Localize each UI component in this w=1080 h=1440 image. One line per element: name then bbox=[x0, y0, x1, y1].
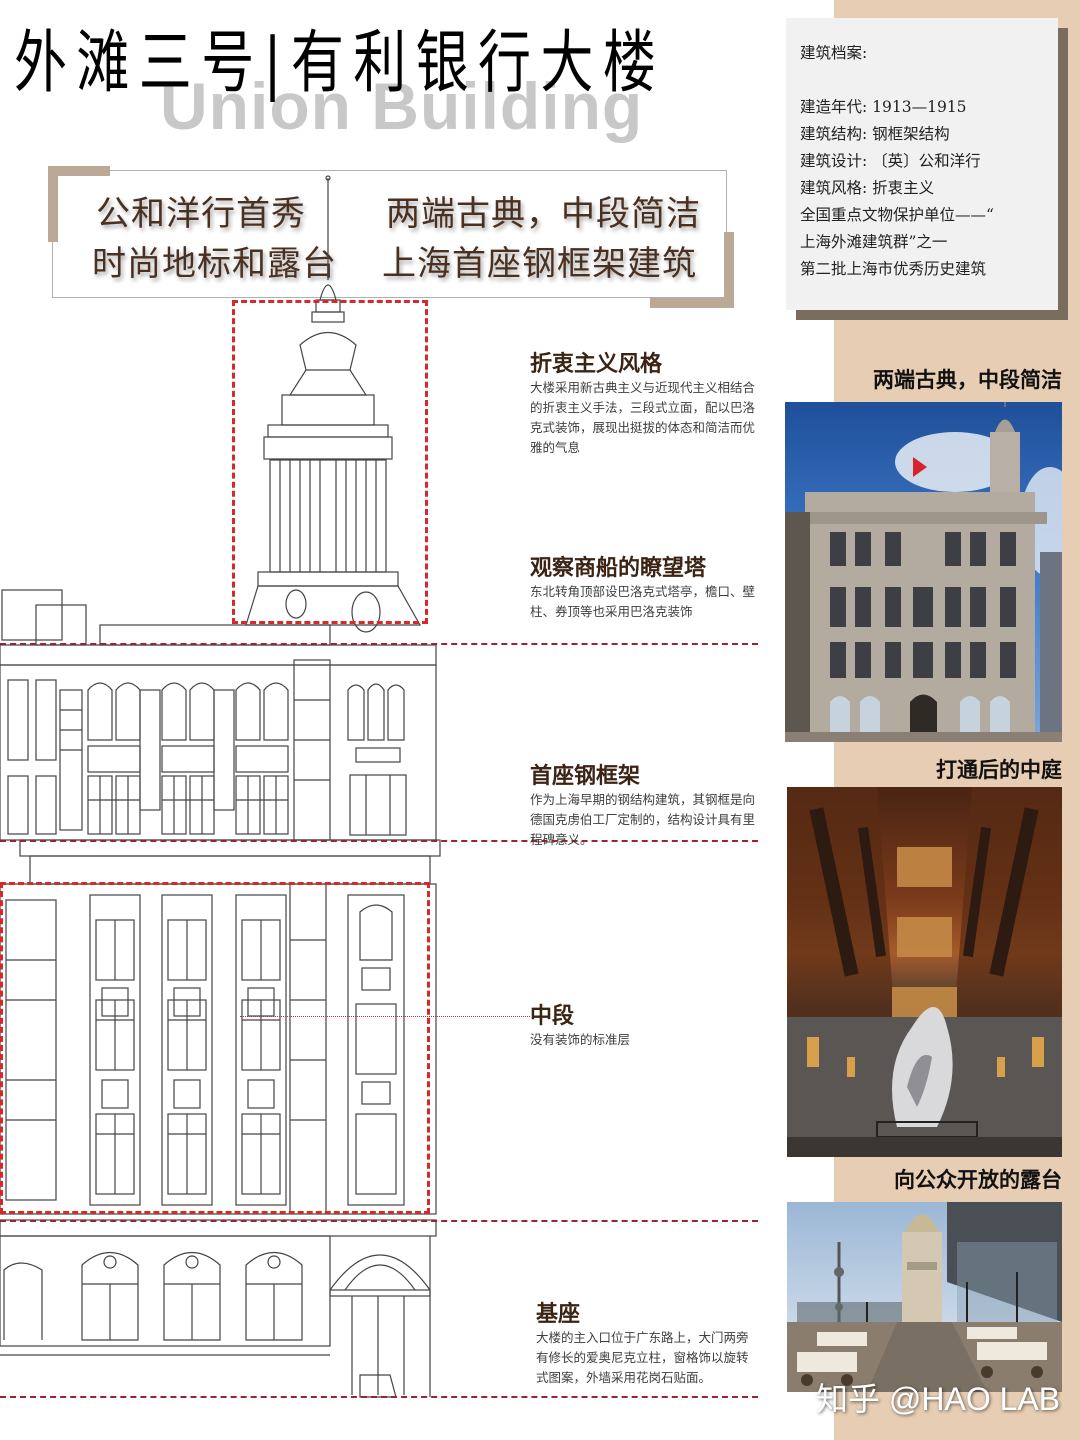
annotation-body: 没有装饰的标准层 bbox=[530, 1032, 631, 1047]
annotation-middle-section: 中段 没有装饰的标准层 bbox=[530, 998, 760, 1050]
building-facade-photo bbox=[785, 402, 1062, 742]
english-subtitle: Union Building bbox=[160, 69, 644, 143]
building-elevation-drawing bbox=[0, 175, 441, 1398]
profile-line: 建筑风格: 折衷主义 bbox=[800, 179, 935, 197]
annotation-title: 首座钢框架 bbox=[530, 763, 641, 789]
slogan-right-2: 上海首座钢框架建筑 bbox=[382, 244, 697, 284]
guide-line-lower bbox=[0, 1220, 758, 1222]
guide-line-upper bbox=[0, 840, 758, 842]
atrium-photo bbox=[787, 787, 1062, 1157]
profile-line: 全国重点文物保护单位——“ bbox=[800, 206, 994, 224]
annotation-watchtower: 观察商船的瞭望塔 东北转角顶部设巴洛克式塔亭，檐口、壁柱、券顶等也采用巴洛克装饰 bbox=[530, 550, 760, 622]
annotation-body: 东北转角顶部设巴洛克式塔亭，檐口、壁柱、券顶等也采用巴洛克装饰 bbox=[530, 584, 756, 619]
frame-corner-decoration bbox=[724, 232, 734, 308]
building-profile-card: 建筑档案: 建造年代: 1913—1915 建筑结构: 钢框架结构 建筑设计: … bbox=[786, 18, 1058, 310]
watermark: 知乎 @HAO LAB bbox=[816, 1381, 1061, 1417]
guide-line-middle bbox=[240, 1016, 530, 1017]
rooftop-terrace-photo bbox=[787, 1202, 1062, 1392]
page-title: 外滩三号|有利银行大楼 bbox=[14, 24, 666, 103]
annotation-title: 折衷主义风格 bbox=[530, 351, 663, 377]
guide-line-ground bbox=[0, 1396, 758, 1398]
profile-title: 建筑档案: bbox=[800, 44, 868, 62]
photo-caption-atrium: 打通后的中庭 bbox=[936, 757, 1062, 782]
frame-corner-decoration bbox=[52, 166, 110, 176]
middle-section-highlight-box bbox=[0, 882, 430, 1214]
annotation-body: 大楼采用新古典主义与近现代主义相结合的折衷主义手法，三段式立面，配以巴洛克式装饰… bbox=[530, 380, 756, 455]
spire-highlight-box bbox=[232, 300, 428, 624]
annotation-base: 基座 大楼的主入口位于广东路上，大门两旁有修长的爱奥尼克立柱，窗格饰以旋转式图案… bbox=[536, 1296, 751, 1388]
slogan-left-2: 时尚地标和露台 bbox=[92, 244, 337, 284]
photo-caption-terrace: 向公众开放的露台 bbox=[894, 1167, 1062, 1192]
annotation-title: 观察商船的瞭望塔 bbox=[530, 555, 707, 581]
profile-line: 建筑设计: 〔英〕公和洋行 bbox=[800, 152, 981, 170]
annotation-title: 基座 bbox=[536, 1301, 581, 1327]
guide-line-top bbox=[0, 643, 758, 645]
profile-line: 建筑结构: 钢框架结构 bbox=[800, 125, 950, 143]
slogan-right-1: 两端古典，中段简洁 bbox=[386, 194, 701, 234]
profile-line: 建造年代: 1913—1915 bbox=[800, 98, 967, 116]
annotation-title: 中段 bbox=[530, 1003, 575, 1029]
annotation-body: 大楼的主入口位于广东路上，大门两旁有修长的爱奥尼克立柱，窗格饰以旋转式图案，外墙… bbox=[536, 1330, 749, 1385]
slogan-left-1: 公和洋行首秀 bbox=[96, 194, 306, 234]
frame-corner-decoration bbox=[48, 166, 58, 242]
profile-line: 第二批上海市优秀历史建筑 bbox=[800, 260, 987, 278]
annotation-eclectic-style: 折衷主义风格 大楼采用新古典主义与近现代主义相结合的折衷主义手法，三段式立面，配… bbox=[530, 346, 760, 458]
annotation-body: 作为上海早期的钢结构建筑，其钢框是向德国克虏伯工厂定制的，结构设计具有里程碑意义… bbox=[530, 792, 756, 847]
frame-corner-decoration bbox=[650, 298, 734, 308]
annotation-steel-frame: 首座钢框架 作为上海早期的钢结构建筑，其钢框是向德国克虏伯工厂定制的，结构设计具… bbox=[530, 758, 760, 850]
profile-line: 上海外滩建筑群”之一 bbox=[800, 233, 948, 251]
photo-caption-facade: 两端古典，中段简洁 bbox=[873, 367, 1062, 392]
